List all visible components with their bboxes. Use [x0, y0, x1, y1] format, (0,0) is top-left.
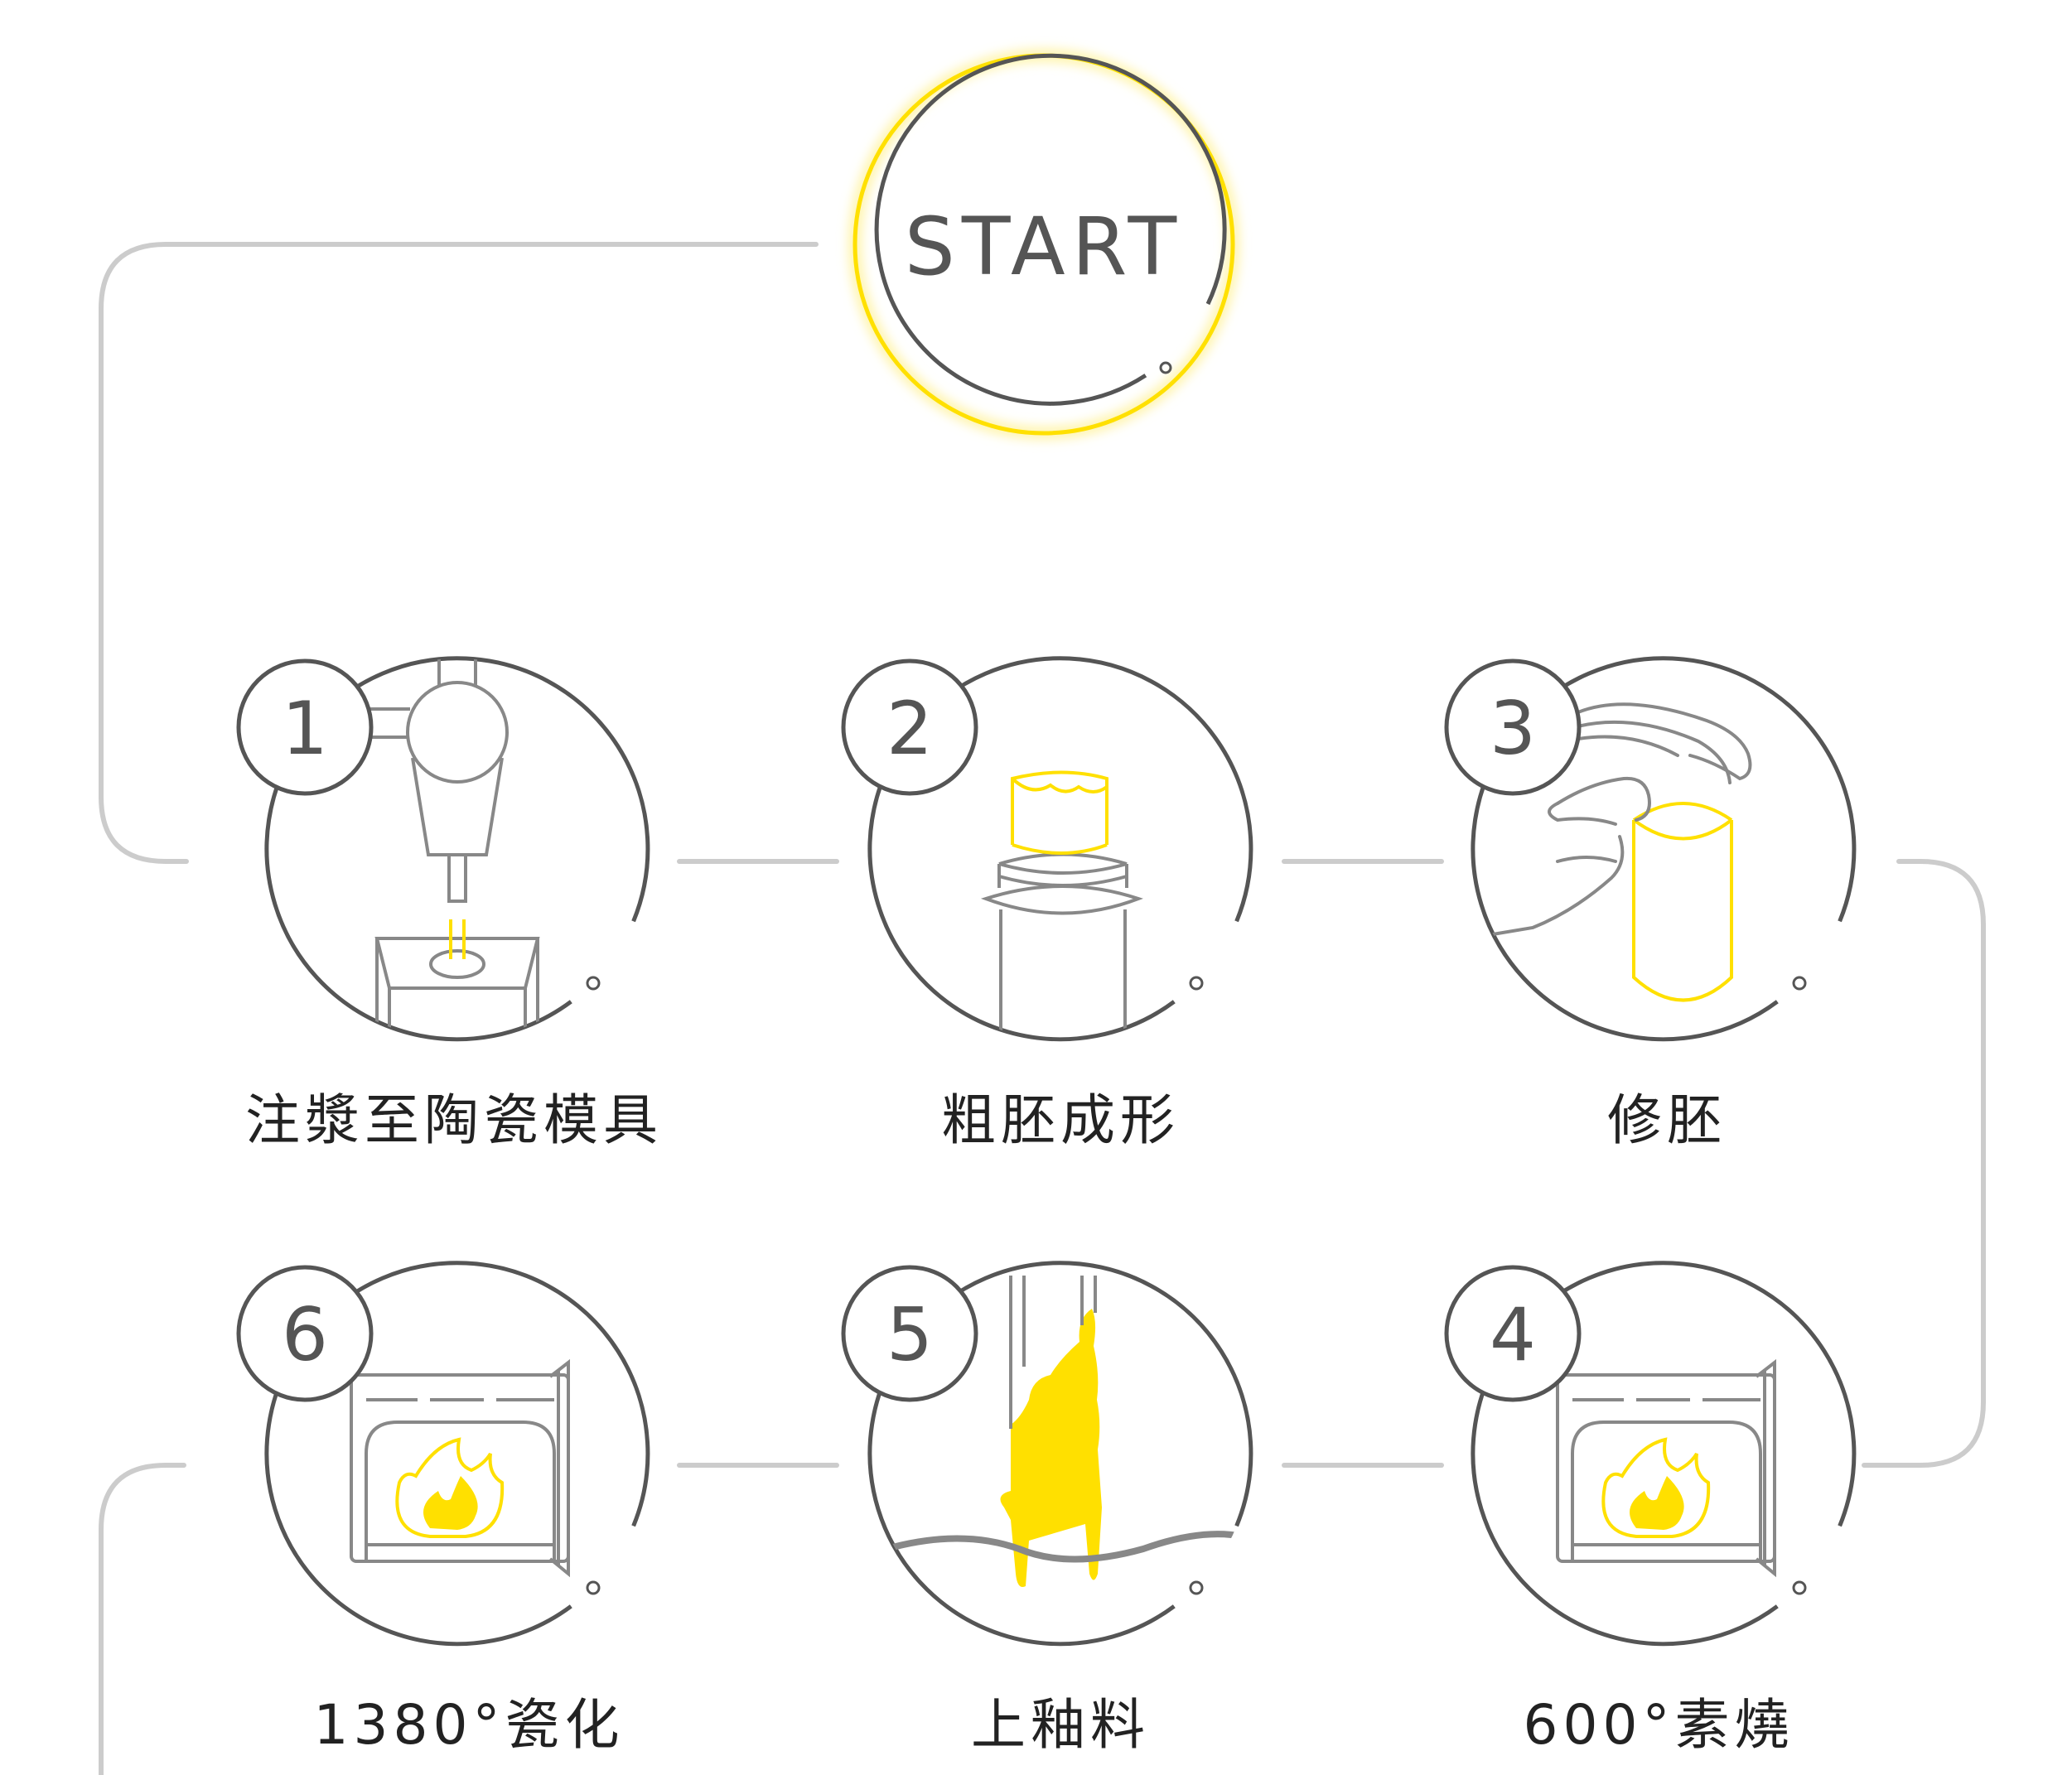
step-3-number: 3: [1490, 686, 1536, 771]
step-5-label: 上釉料: [971, 1693, 1150, 1757]
step-2: 2 粗胚成形: [843, 658, 1251, 1152]
step-6-dot: [587, 1582, 599, 1594]
step-2-label: 粗胚成形: [941, 1088, 1180, 1152]
start-label: START: [905, 200, 1183, 293]
connector-step3-to-step4: [1864, 861, 1983, 1465]
start-node: START: [855, 55, 1233, 433]
step-2-number: 2: [886, 686, 933, 771]
connector-step6-continue: [101, 1465, 184, 1775]
step-1-number: 1: [282, 686, 328, 771]
step-3-dot: [1794, 977, 1805, 989]
step-4-label: 600°素燒: [1524, 1693, 1794, 1757]
step-6-label: 1380°瓷化: [314, 1693, 625, 1757]
step-6: 6 1380°瓷化: [239, 1263, 648, 1757]
rough-blank-cylinder-icon: [986, 773, 1138, 1053]
step-6-number: 6: [282, 1292, 328, 1377]
step-4-number: 4: [1490, 1292, 1536, 1377]
step-4: 4 600°素燒: [1447, 1263, 1854, 1757]
start-dot: [1161, 363, 1171, 373]
step-4-dot: [1794, 1582, 1805, 1594]
step-1: 1 注漿至陶瓷模具: [239, 654, 663, 1152]
step-5-dot: [1191, 1582, 1202, 1594]
kiln-fire-icon: [1558, 1363, 1775, 1574]
step-1-dot: [587, 977, 599, 989]
step-5: 5 上釉料: [843, 1263, 1251, 1757]
slip-casting-machine-icon: [365, 654, 538, 1044]
step-3-label: 修胚: [1607, 1088, 1727, 1152]
step-2-dot: [1191, 977, 1202, 989]
step-1-label: 注漿至陶瓷模具: [245, 1088, 663, 1152]
step-3: 3 修胚: [1447, 658, 1854, 1152]
step-5-number: 5: [886, 1292, 933, 1377]
kiln-fire-icon: [351, 1363, 568, 1574]
